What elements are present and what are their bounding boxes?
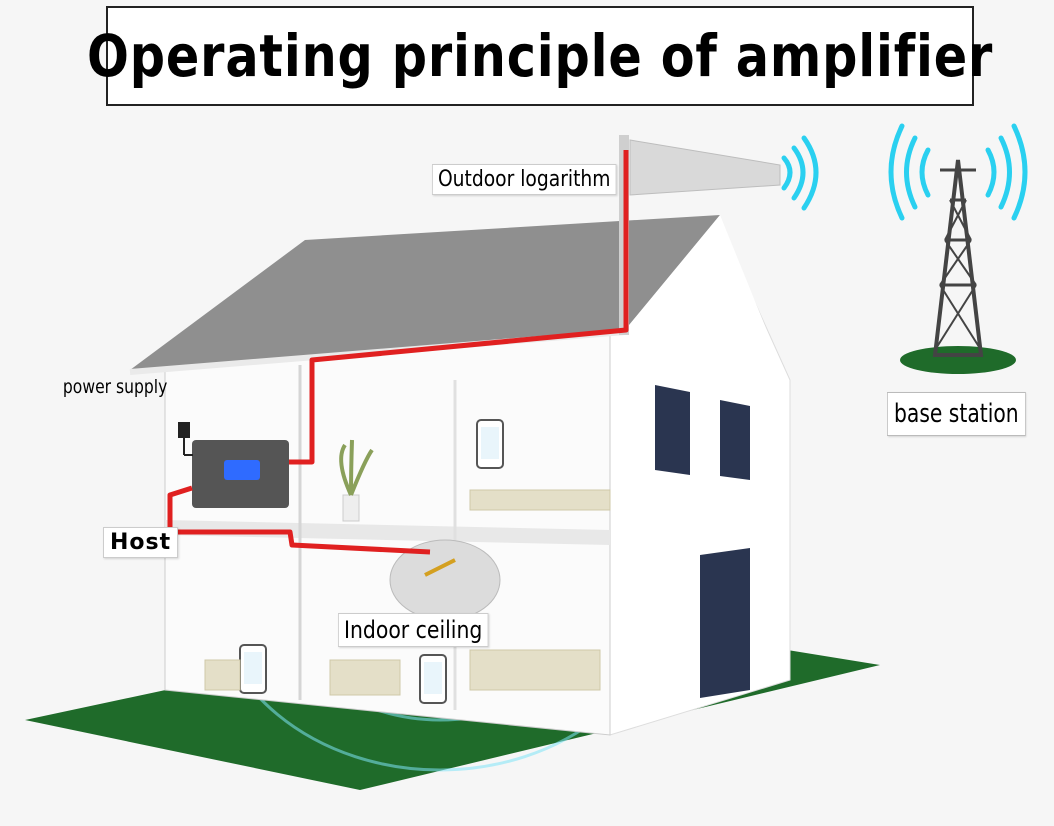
plant-icon — [339, 439, 374, 522]
indoor-cable — [167, 485, 431, 555]
side-windows — [655, 385, 750, 698]
roof — [130, 215, 720, 370]
roof-edge — [625, 215, 785, 380]
outdoor-antenna — [629, 139, 781, 196]
host-label: Host — [103, 527, 179, 558]
outdoor-antenna-label: Outdoor logarithm — [432, 164, 617, 195]
coaxial-cable — [289, 150, 629, 465]
power-supply-label: power supply — [62, 376, 168, 398]
furniture — [204, 489, 611, 696]
indoor-ceiling-antenna — [389, 539, 501, 621]
base-station-label: base station — [887, 392, 1026, 436]
base-station-signal-icon — [888, 123, 1028, 221]
amplifier-host-device — [192, 440, 289, 508]
floor-divider — [165, 520, 610, 545]
title-box: Operating principle of amplifier — [87, 6, 992, 106]
outdoor-signal-icon — [781, 135, 819, 211]
phone-icon-lower-center — [419, 654, 447, 704]
page-title: Operating principle of amplifier — [86, 22, 994, 90]
base-station-tower-icon — [900, 159, 1016, 374]
power-plug-icon — [178, 422, 193, 456]
indoor-ceiling-label: Indoor ceiling — [338, 613, 489, 647]
phone-icon-upper — [476, 419, 504, 469]
phone-icon-lower-left — [239, 644, 267, 694]
